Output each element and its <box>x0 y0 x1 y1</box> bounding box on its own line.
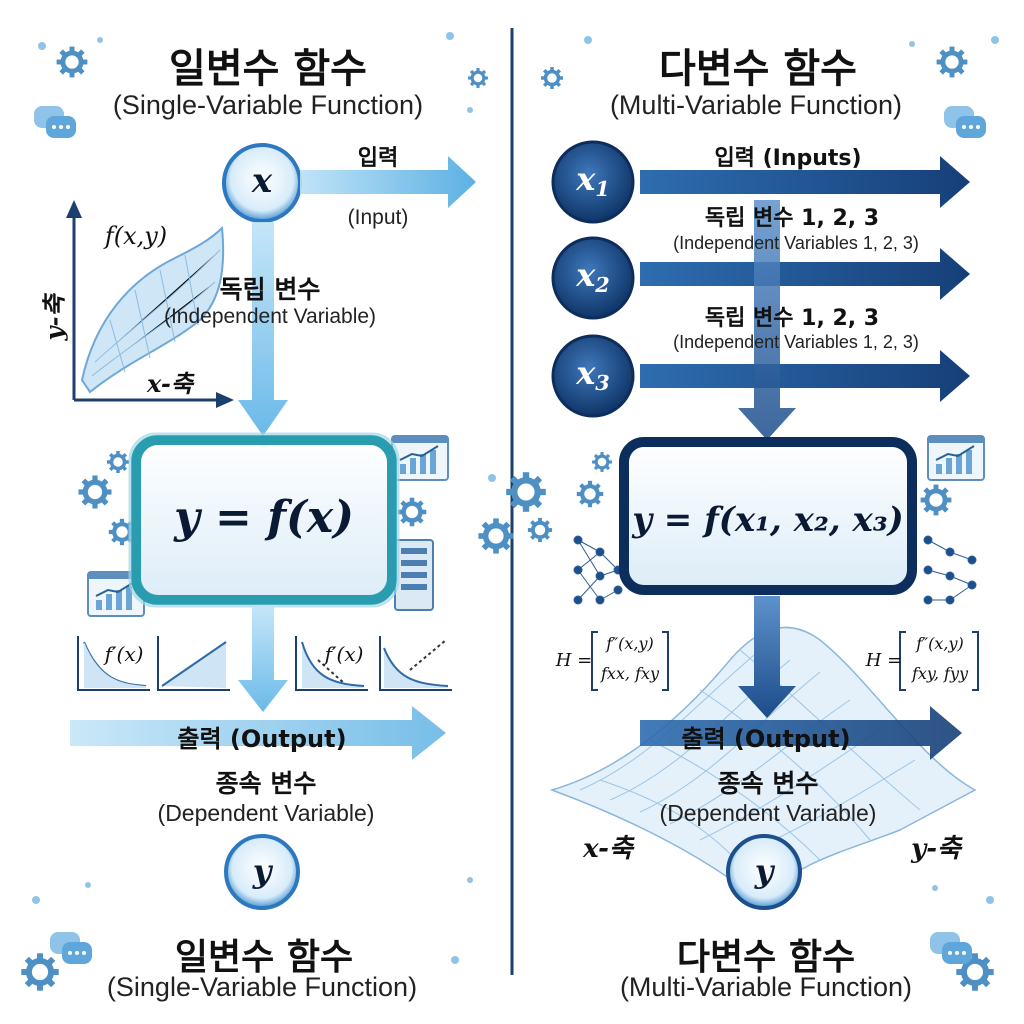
right-neural-net <box>923 535 977 605</box>
center-gears <box>478 472 555 553</box>
right-output-node <box>726 834 802 910</box>
left-equation: y = f(x) <box>174 492 354 543</box>
right-input-node-2-label: x2 <box>576 256 610 298</box>
right-input-arrows <box>640 156 970 402</box>
right-indep-en-2: (Independent Variables 1, 2, 3) <box>673 332 919 352</box>
left-function-box <box>131 435 397 605</box>
hessian-brackets <box>591 631 979 691</box>
left-indep-ko: 독립 변수 <box>219 275 321 304</box>
right-title: 다변수 함수 <box>659 46 857 92</box>
left-output-label: 출력 (Output) <box>177 725 347 753</box>
left-down-arrow <box>238 222 288 436</box>
right-y-axis-label: y-축 <box>911 834 961 864</box>
right-output-label: 출력 (Output) <box>681 725 851 753</box>
derivative-label-1: f′(x) <box>104 642 144 666</box>
right-indep-ko-2: 독립 변수 1, 2, 3 <box>704 306 880 331</box>
hessian-right-bottom: fxy, fyy <box>911 664 969 683</box>
right-input-nodes <box>551 140 635 418</box>
right-decorations <box>539 36 999 991</box>
left-output-down-arrow <box>238 606 288 712</box>
right-output-symbol: y <box>754 852 774 890</box>
right-inputs-label: 입력 (Inputs) <box>714 146 862 171</box>
right-function-box <box>619 437 917 595</box>
left-footer-title: 일변수 함수 <box>174 937 354 978</box>
right-output-down-arrow <box>738 596 796 718</box>
right-dep-en: (Dependent Variable) <box>659 800 877 826</box>
right-indep-ko-1: 독립 변수 1, 2, 3 <box>704 206 880 231</box>
hessian-left-bottom: fxx, fxy <box>600 664 660 683</box>
left-dep-en: (Dependent Variable) <box>157 800 375 826</box>
hessian-right-prefix: H = <box>865 650 903 671</box>
left-dep-ko: 종속 변수 <box>215 769 317 798</box>
left-output-node <box>224 834 300 910</box>
right-footer-title: 다변수 함수 <box>676 937 856 978</box>
hessian-left-top: f″(x,y) <box>606 634 654 653</box>
left-input-label-en: (Input) <box>347 206 409 229</box>
right-input-node-3-label: x3 <box>576 354 610 396</box>
graph-x-axis-label: x-축 <box>147 369 193 398</box>
graph-y-axis-label: y-축 <box>39 294 69 341</box>
right-indep-en-1: (Independent Variables 1, 2, 3) <box>673 233 919 253</box>
left-output-arrow <box>70 706 446 760</box>
left-title: 일변수 함수 <box>169 46 367 92</box>
right-input-node-1-label: x1 <box>576 160 610 202</box>
right-dep-ko: 종속 변수 <box>717 769 819 798</box>
hessian-right-top: f″(x,y) <box>916 634 964 653</box>
right-subtitle: (Multi-Variable Function) <box>609 90 903 120</box>
left-indep-en: (Independent Variable) <box>163 305 377 328</box>
left-input-label-ko: 입력 <box>357 146 399 171</box>
right-equation: y = f(x₁, x₂, x₃) <box>632 500 904 540</box>
hessian-left-prefix: H = <box>555 650 593 671</box>
right-down-arrow <box>738 200 796 440</box>
left-input-arrow <box>300 156 476 208</box>
left-neural-net <box>573 535 623 605</box>
right-output-arrow <box>640 706 962 760</box>
right-footer-subtitle: (Multi-Variable Function) <box>619 972 913 1002</box>
left-subtitle: (Single-Variable Function) <box>112 90 424 120</box>
derivative-label-2: f′(x) <box>324 642 364 666</box>
left-output-symbol: y <box>252 852 272 890</box>
left-decorations <box>21 32 490 991</box>
left-input-symbol: x <box>251 161 273 201</box>
left-surface-graph <box>66 200 234 408</box>
left-footer-subtitle: (Single-Variable Function) <box>106 972 418 1002</box>
graph-fxy-label: f(x,y) <box>104 222 168 250</box>
derivative-graphs <box>77 636 452 691</box>
right-x-axis-label: x-축 <box>583 834 633 864</box>
